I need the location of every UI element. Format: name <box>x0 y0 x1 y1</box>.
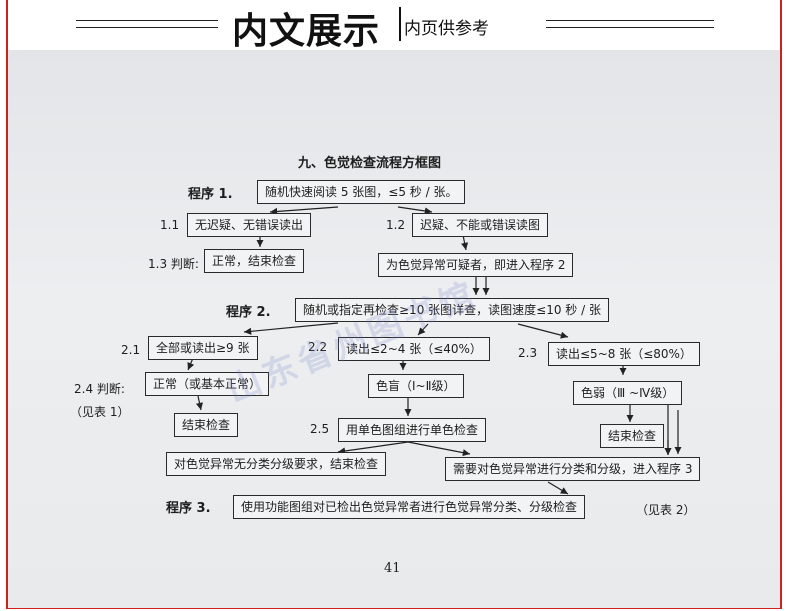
label-2-1: 2.1 <box>121 343 141 357</box>
box-1-1: 无迟疑、无错误读出 <box>187 213 312 237</box>
header-rule-left-lower <box>76 27 218 28</box>
box-2-3-next: 色弱（Ⅲ ~Ⅳ级） <box>573 381 683 405</box>
header-divider <box>399 7 401 41</box>
header-title: 内文展示 <box>232 11 381 52</box>
box-program-2: 随机或指定再检查≥10 张图详查，读图速度≤10 秒 / 张 <box>295 298 609 322</box>
label-1-3: 1.3 判断: <box>148 257 199 271</box>
header-rule-left <box>76 20 218 21</box>
box-1-2: 迟疑、不能或错误读图 <box>412 213 549 237</box>
box-2-1: 全部或读出≥9 张 <box>148 336 258 360</box>
book-page-photo: 九、色觉检查流程方框图 程序 1. 随机快速阅读 5 张图，≤5 秒 / 张。 … <box>8 50 780 608</box>
flowchart-arrows <box>187 206 682 495</box>
label-2-2: 2.2 <box>308 340 328 354</box>
page-number: 41 <box>384 561 401 576</box>
program-1-label: 程序 1. <box>188 187 233 202</box>
box-1-2-next: 为色觉异常可疑者，即进入程序 2 <box>378 253 574 277</box>
label-1-2: 1.2 <box>386 218 406 232</box>
label-2-4-note: （见表 1） <box>70 405 130 419</box>
box-2-7: 需要对色觉异常进行分类和分级，进入程序 3 <box>445 457 701 481</box>
label-2-5: 2.5 <box>310 422 330 436</box>
box-2-3-end: 结束检查 <box>600 424 665 448</box>
box-program-3: 使用功能图组对已检出色觉异常者进行色觉异常分类、分级检查 <box>233 495 586 519</box>
header-rule-right <box>546 20 714 21</box>
program-2-label: 程序 2. <box>226 305 271 320</box>
label-1-1: 1.1 <box>160 218 180 232</box>
box-2-2: 读出≤2~4 张（≤40%） <box>338 337 490 361</box>
box-2-3: 读出≤5~8 张（≤80%） <box>548 342 700 366</box>
program-3-label: 程序 3. <box>166 501 211 516</box>
box-2-4: 正常（或基本正常） <box>145 372 270 396</box>
box-program-1: 随机快速阅读 5 张图，≤5 秒 / 张。 <box>257 180 466 204</box>
box-2-4-end: 结束检查 <box>174 413 239 437</box>
box-1-3: 正常，结束检查 <box>204 249 305 273</box>
box-2-6: 对色觉异常无分类分级要求，结束检查 <box>166 452 387 476</box>
red-frame <box>6 0 782 609</box>
box-2-5: 用单色图组进行单色检查 <box>338 418 487 442</box>
flowchart-page: 九、色觉检查流程方框图 程序 1. 随机快速阅读 5 张图，≤5 秒 / 张。 … <box>8 50 780 608</box>
program-3-note: （见表 2） <box>636 503 696 517</box>
box-2-2-next: 色盲（Ⅰ~Ⅱ级） <box>368 374 464 398</box>
header-subtitle: 内页供参考 <box>404 19 489 39</box>
page-header: 内文展示 内页供参考 <box>0 0 790 52</box>
flowchart-title: 九、色觉检查流程方框图 <box>298 156 442 171</box>
label-2-4: 2.4 判断: <box>74 382 125 396</box>
label-2-3: 2.3 <box>518 346 538 360</box>
header-rule-right-lower <box>546 27 714 28</box>
